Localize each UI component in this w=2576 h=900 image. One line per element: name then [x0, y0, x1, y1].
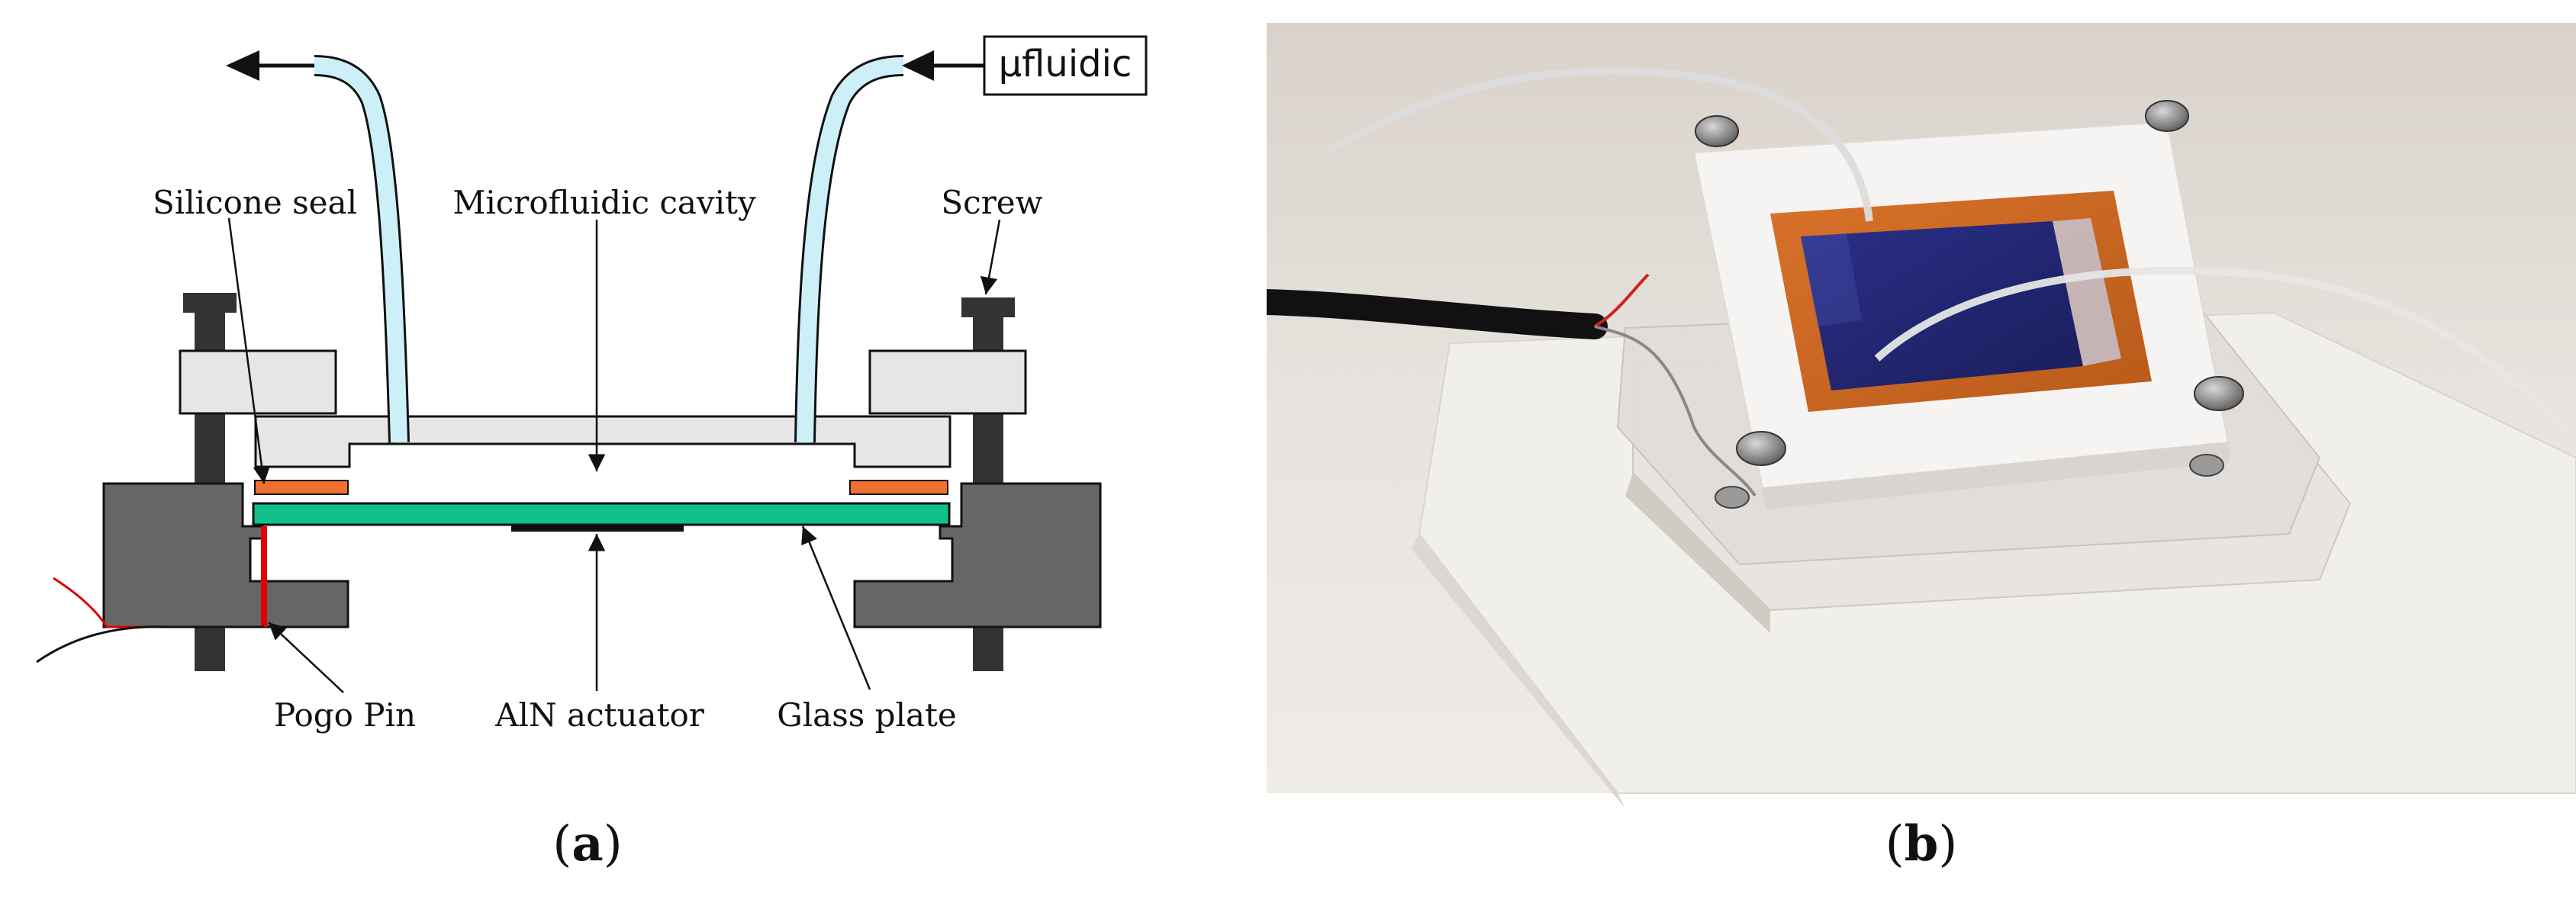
pogo-pin-leader	[268, 622, 344, 693]
inlet-label: μfluidic	[999, 43, 1132, 85]
base-clamp-right	[853, 482, 1102, 628]
tube-outlet-fill	[314, 57, 407, 443]
glass-plate-label: Glass plate	[777, 696, 957, 734]
screw-top-right	[2145, 100, 2189, 132]
wire-red	[1593, 273, 1650, 328]
pogo-pin	[261, 526, 267, 627]
base-plate-edge	[1412, 534, 1625, 808]
pogo-wire-red	[53, 577, 264, 628]
acrylic-plate-lower-edge	[1625, 473, 1770, 633]
pogo-pin-label: Pogo Pin	[274, 696, 416, 734]
screw-leader	[980, 219, 1001, 295]
glass-plate-leader	[801, 526, 871, 690]
silicone-seal-right	[849, 480, 948, 495]
device-photo-svg: (b)	[1254, 23, 2576, 873]
top-plate-right	[868, 349, 1027, 415]
caption-a: (a)	[552, 815, 622, 873]
tube-inlet-fill	[797, 57, 904, 443]
chip-highlight	[1801, 233, 1862, 326]
screw-bottom-right	[2194, 376, 2244, 411]
pogo-wire-black	[36, 625, 264, 664]
inlet-label-box	[983, 35, 1148, 96]
wire-gray	[1594, 325, 1757, 497]
glass-plate	[252, 502, 951, 526]
black-cable	[1254, 289, 1608, 339]
inlet-arrow	[902, 50, 984, 81]
nut-left	[1715, 486, 1750, 509]
silicone-seal-label: Silicone seal	[153, 184, 357, 221]
top-plate-left	[179, 349, 337, 415]
panel-b-photo: (b)	[1254, 0, 2576, 897]
schematic-svg: μfluidic Silicone seal Microfluidic cavi…	[36, 35, 1148, 873]
silicone-seal-leader	[227, 217, 271, 484]
silicone-seal-left	[254, 480, 349, 495]
aln-actuator-label: AlN actuator	[494, 696, 705, 734]
screw-bottom-left	[1736, 431, 1786, 466]
tube-outlet-photo	[1874, 266, 2567, 430]
chip-reflection	[2053, 218, 2121, 366]
screw-top-left	[1695, 115, 1739, 147]
caption-b: (b)	[1885, 815, 1958, 873]
aln-actuator	[511, 525, 684, 532]
top-clamp-frame-side	[1763, 442, 2230, 509]
glass-chip	[1801, 221, 2083, 391]
outlet-arrow	[226, 50, 314, 81]
screw-label: Screw	[941, 184, 1042, 221]
panel-a-schematic: μfluidic Silicone seal Microfluidic cavi…	[0, 0, 1267, 897]
tube-inlet-photo	[1325, 67, 1873, 222]
microfluidic-cavity-label: Microfluidic cavity	[452, 184, 756, 221]
fluidic-lid	[254, 415, 952, 468]
nut-right	[2189, 454, 2224, 477]
